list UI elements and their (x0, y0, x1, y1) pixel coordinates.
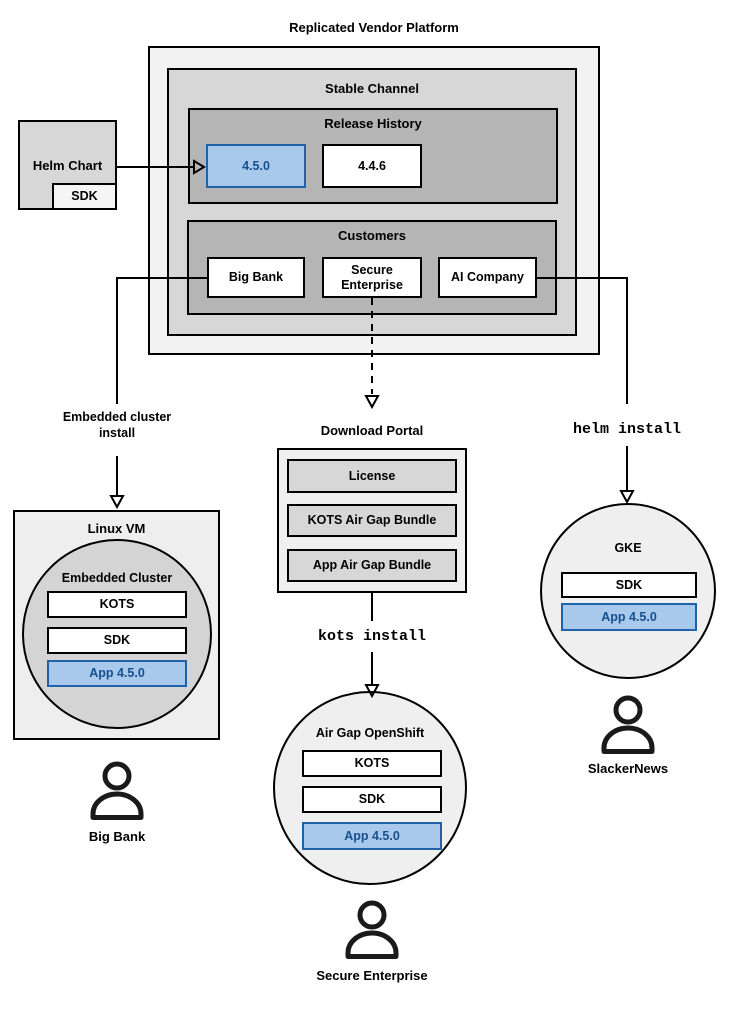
gke-app-node: App 4.5.0 (561, 603, 697, 631)
gke-arrowhead-icon (619, 490, 635, 505)
kots-install-label: kots install (317, 628, 427, 645)
linux-vm-label: Linux VM (87, 521, 146, 536)
big-bank-user-icon (90, 761, 144, 820)
customer-node-ai-company: AI Company (438, 257, 537, 298)
helm-chart-sdk-node: SDK (52, 183, 117, 210)
portal-item-app-airgap-bundle: App Air Gap Bundle (287, 549, 457, 582)
helm-install-label: helm install (572, 421, 682, 438)
embedded-cluster-label: Embedded Cluster (61, 571, 173, 585)
release-history-label: Release History (324, 116, 422, 131)
customer-node-secure-enterprise: Secure Enterprise (322, 257, 422, 298)
download-portal-arrowhead-icon (364, 395, 380, 410)
helm-chart-label: Helm Chart (32, 158, 103, 173)
portal-item-kots-airgap-bundle: KOTS Air Gap Bundle (287, 504, 457, 537)
download-portal-label: Download Portal (320, 423, 424, 438)
release-node-4-4-6: 4.4.6 (322, 144, 422, 188)
airgap-openshift-label: Air Gap OpenShift (315, 726, 425, 740)
customer-node-big-bank: Big Bank (207, 257, 305, 298)
embedded-cluster-sdk-node: SDK (47, 627, 187, 654)
linux-vm-arrowhead-icon (109, 495, 125, 510)
secure-enterprise-persona-label: Secure Enterprise (316, 968, 428, 983)
openshift-sdk-node: SDK (302, 786, 442, 813)
gke-sdk-node: SDK (561, 572, 697, 598)
big-bank-persona-label: Big Bank (88, 829, 146, 844)
embedded-cluster-kots-node: KOTS (47, 591, 187, 618)
customers-label: Customers (338, 228, 406, 243)
gke-label: GKE (614, 541, 642, 555)
stable-channel-label: Stable Channel (325, 81, 419, 96)
diagram-title: Replicated Vendor Platform (289, 20, 459, 35)
slackernews-user-icon (601, 695, 655, 754)
openshift-kots-node: KOTS (302, 750, 442, 777)
embedded-cluster-install-label: Embedded cluster install (62, 410, 172, 440)
portal-item-license: License (287, 459, 457, 493)
slackernews-persona-label: SlackerNews (587, 761, 669, 776)
secure-enterprise-user-icon (345, 900, 399, 959)
embedded-cluster-app-node: App 4.5.0 (47, 660, 187, 687)
openshift-app-node: App 4.5.0 (302, 822, 442, 850)
release-node-4-5-0: 4.5.0 (206, 144, 306, 188)
